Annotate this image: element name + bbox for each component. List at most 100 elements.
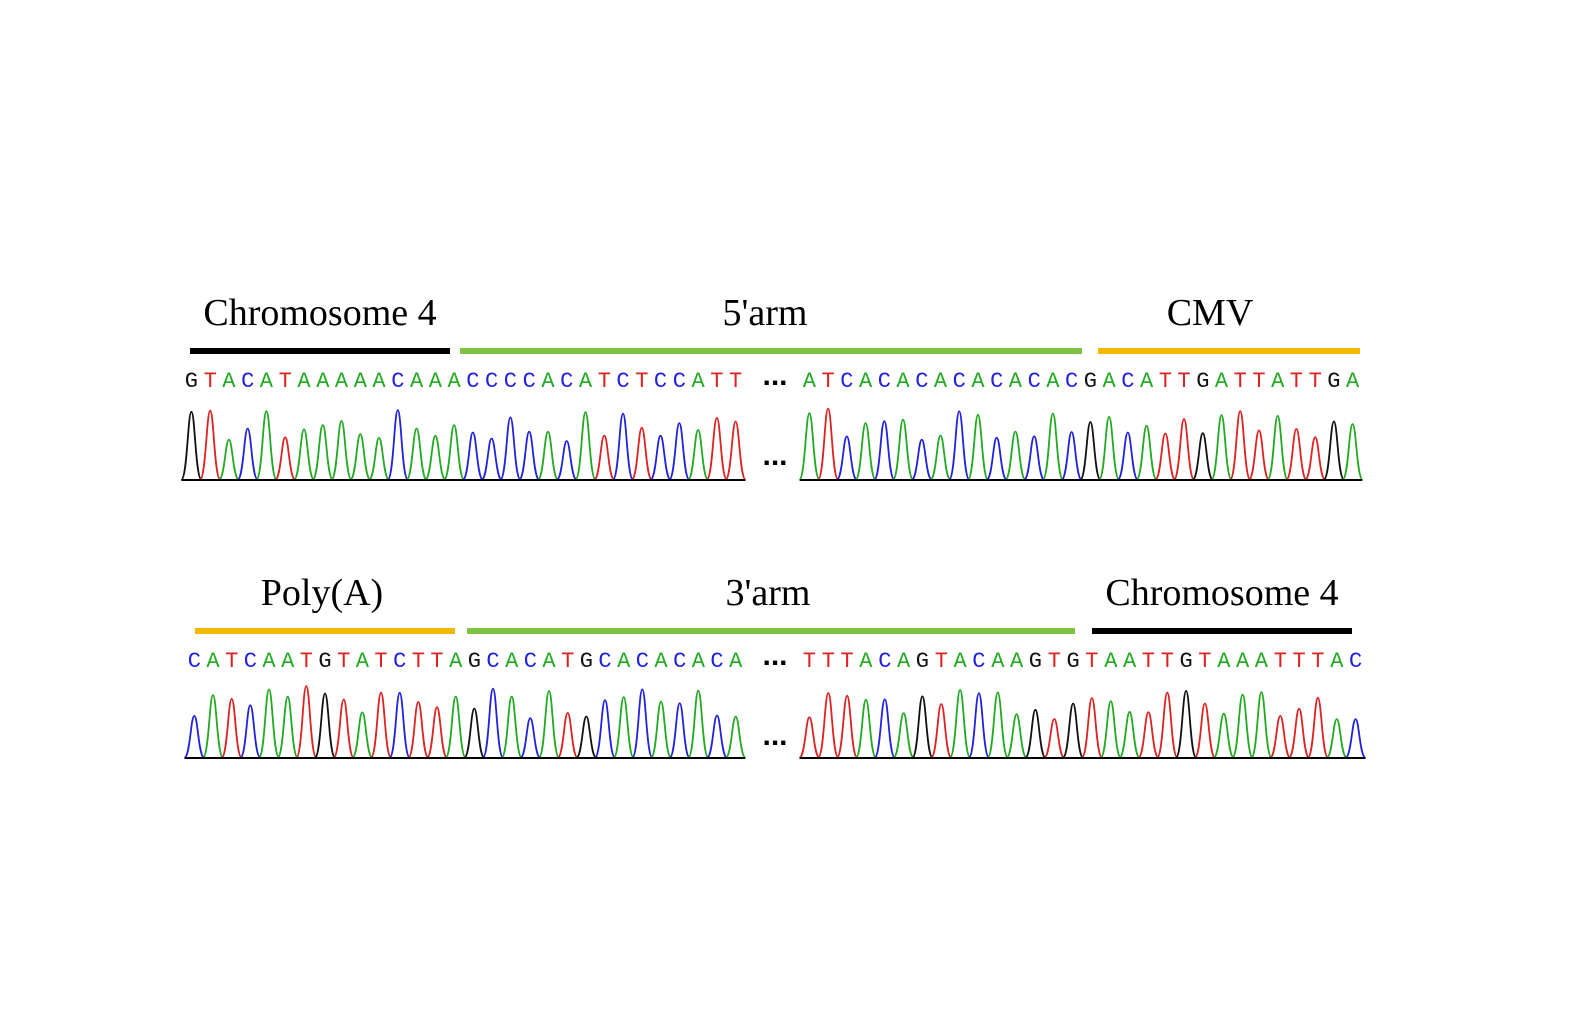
trace-peak bbox=[313, 692, 337, 759]
base-letter: C bbox=[654, 369, 667, 394]
trace-peak bbox=[1322, 420, 1346, 481]
base-letter: A bbox=[691, 369, 705, 394]
trace-peak bbox=[1023, 435, 1046, 481]
trace-peak bbox=[892, 712, 915, 759]
base-letter: T bbox=[337, 649, 350, 674]
trace-peak bbox=[1231, 693, 1254, 759]
trace-peak bbox=[611, 412, 635, 481]
base-letter: A bbox=[260, 369, 274, 394]
trace-peak bbox=[425, 706, 449, 759]
trace-peak bbox=[518, 430, 541, 481]
base-letter: A bbox=[316, 369, 330, 394]
base-letter: A bbox=[372, 369, 386, 394]
trace-peak bbox=[1306, 696, 1330, 759]
chromatogram-row-1-right bbox=[798, 407, 1364, 481]
base-letter: A bbox=[1104, 649, 1118, 674]
base-letter: T bbox=[430, 649, 443, 674]
base-letter: A bbox=[1046, 369, 1060, 394]
trace-peak bbox=[986, 691, 1009, 759]
trace-peak bbox=[854, 422, 877, 481]
base-letter: C bbox=[953, 369, 966, 394]
base-letter: T bbox=[1309, 369, 1322, 394]
base-letter: C bbox=[1121, 369, 1134, 394]
base-letter: T bbox=[935, 649, 948, 674]
base-letter: A bbox=[859, 369, 873, 394]
trace-peak bbox=[236, 427, 259, 481]
trace-peak bbox=[630, 426, 653, 481]
base-letter: T bbox=[374, 649, 387, 674]
trace-peak bbox=[816, 407, 840, 481]
trace-peak bbox=[687, 689, 710, 759]
base-letter: A bbox=[803, 369, 817, 394]
trace-peak bbox=[1079, 421, 1102, 481]
base-letter: A bbox=[410, 369, 424, 394]
base-letter: A bbox=[356, 649, 370, 674]
base-letter: A bbox=[1215, 369, 1229, 394]
trace-peak bbox=[1060, 431, 1083, 481]
bar-chromosome-4-bottom bbox=[1092, 628, 1352, 634]
bar-chromosome-4-top bbox=[190, 348, 450, 354]
trace-peak bbox=[180, 410, 203, 481]
trace-peak bbox=[668, 702, 691, 759]
trace-peak bbox=[1116, 431, 1139, 481]
bar-poly-a bbox=[195, 628, 455, 634]
base-letter: T bbox=[821, 369, 834, 394]
base-letter: A bbox=[1102, 369, 1116, 394]
trace-peak bbox=[519, 717, 542, 759]
base-letter: T bbox=[1198, 649, 1211, 674]
base-letter: C bbox=[673, 649, 686, 674]
label-chromosome-4-top: Chromosome 4 bbox=[203, 292, 436, 334]
trace-peak bbox=[1024, 708, 1047, 759]
base-letter: G bbox=[916, 649, 929, 674]
bar-cmv bbox=[1098, 348, 1360, 354]
label-5-arm: 5'arm bbox=[723, 292, 808, 334]
trace-peak bbox=[276, 695, 299, 759]
trace-peak bbox=[330, 419, 353, 481]
trace-peak bbox=[1210, 414, 1233, 481]
trace-peak bbox=[1004, 430, 1027, 481]
bar-3-arm bbox=[467, 628, 1075, 634]
ellipsis-seq-row-2: ... bbox=[762, 639, 787, 672]
base-letter: A bbox=[729, 649, 743, 674]
trace-peak bbox=[480, 437, 503, 481]
trace-peak bbox=[556, 711, 579, 759]
ellipsis-seq-row-1: ... bbox=[762, 359, 787, 392]
base-letter: T bbox=[598, 369, 611, 394]
base-letter: T bbox=[279, 369, 292, 394]
trace-peak bbox=[367, 436, 391, 481]
base-letter: T bbox=[822, 649, 835, 674]
trace-peak bbox=[574, 411, 597, 481]
trace-peak bbox=[575, 715, 598, 759]
base-letter: A bbox=[429, 369, 443, 394]
trace-peak bbox=[481, 687, 505, 759]
base-letter: G bbox=[580, 649, 593, 674]
base-letter: A bbox=[335, 369, 349, 394]
base-letter: C bbox=[1028, 369, 1041, 394]
trace-peak bbox=[798, 716, 821, 759]
trace-peak bbox=[499, 416, 522, 481]
ellipsis-trace-row-1: ... bbox=[762, 439, 787, 472]
base-letter: T bbox=[1085, 649, 1098, 674]
base-letter: C bbox=[393, 649, 406, 674]
trace-peak bbox=[649, 434, 672, 481]
base-letter: A bbox=[897, 649, 911, 674]
base-letter: G bbox=[468, 649, 481, 674]
base-letter: C bbox=[485, 369, 498, 394]
trace-peak bbox=[255, 410, 278, 481]
trace-peak bbox=[1344, 718, 1367, 759]
trace-peak bbox=[201, 694, 225, 759]
base-letter: C bbox=[710, 649, 723, 674]
base-letter: T bbox=[225, 649, 238, 674]
base-letter: A bbox=[206, 649, 220, 674]
chromatogram-row-2-left bbox=[183, 685, 747, 759]
base-letter: A bbox=[1346, 369, 1360, 394]
trace-peak bbox=[1005, 713, 1028, 759]
trace-peak bbox=[891, 418, 915, 481]
base-letter: T bbox=[635, 369, 648, 394]
trace-peak bbox=[274, 436, 297, 481]
base-letter: C bbox=[598, 649, 611, 674]
base-letter: A bbox=[617, 649, 631, 674]
trace-peak bbox=[1041, 412, 1065, 481]
trace-peak bbox=[910, 438, 933, 481]
